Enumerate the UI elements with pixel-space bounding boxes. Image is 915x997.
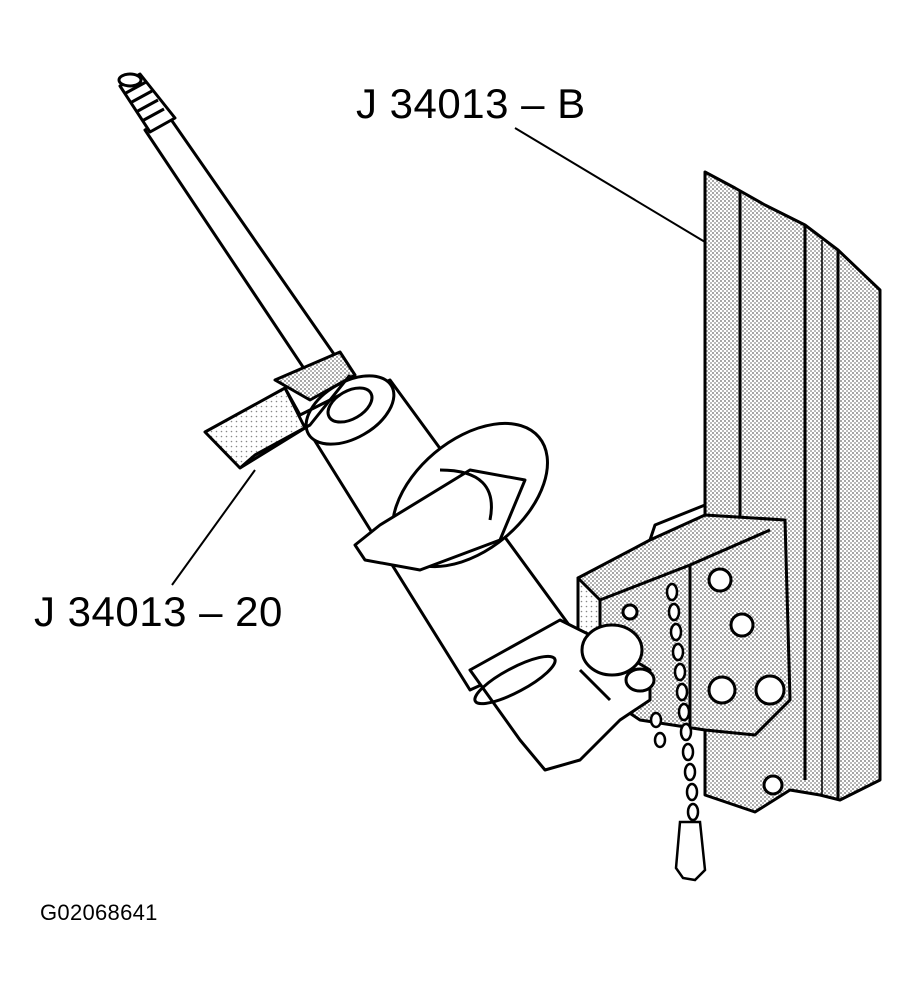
upper-clamp-tool bbox=[203, 350, 357, 470]
label-tool-20: J 34013 – 20 bbox=[34, 588, 283, 635]
strut-assembly bbox=[117, 72, 656, 772]
chain-pin bbox=[649, 582, 707, 882]
leader-lines bbox=[171, 127, 706, 586]
leader-tool-b bbox=[514, 127, 706, 243]
label-tool-b: J 34013 – B bbox=[356, 80, 586, 127]
leader-tool-20 bbox=[171, 469, 256, 586]
figure-id: G02068641 bbox=[40, 900, 158, 925]
